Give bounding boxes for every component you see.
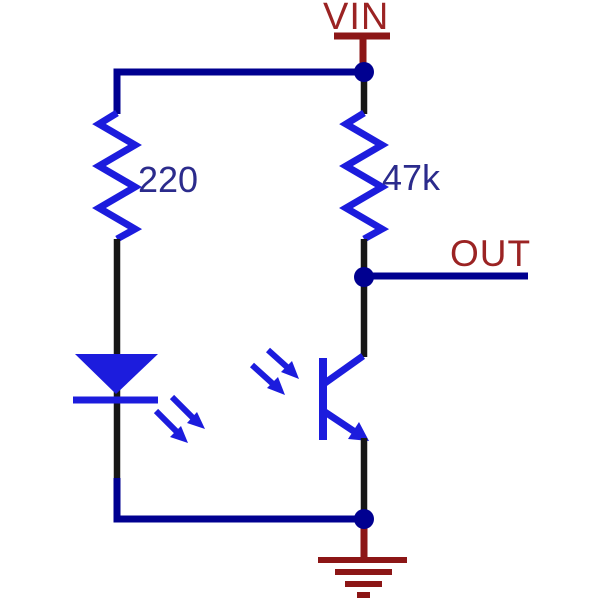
vin-net-label: VIN — [323, 0, 389, 38]
incident-light-arrow-shaft — [265, 347, 291, 371]
junction-dot-out — [354, 267, 374, 287]
incident-light-arrowhead — [281, 361, 299, 379]
phototransistor-emitter-line — [323, 409, 357, 435]
incident-light-arrow-shaft — [249, 362, 276, 387]
led-emission-arrowhead — [187, 412, 205, 429]
resistor-47k-value-label: 47k — [382, 157, 441, 198]
incident-light-arrow — [265, 347, 299, 379]
out-net: OUT — [364, 233, 531, 280]
bottom-wire — [113, 478, 364, 523]
resistor-47k-symbol — [339, 110, 390, 243]
phototransistor-collector-line — [322, 353, 366, 386]
phototransistor-emitter-arrowhead — [348, 422, 369, 441]
earth-ground-symbol — [318, 519, 407, 598]
led-emission-arrowhead — [170, 426, 188, 443]
out-net-label: OUT — [450, 233, 531, 274]
phototransistor-symbol — [249, 347, 369, 441]
led-emission-arrow-shaft — [169, 394, 196, 421]
led-emission-arrow-shaft — [153, 408, 180, 435]
resistor-220-value-label: 220 — [138, 159, 198, 200]
junction-dot-top — [354, 62, 374, 82]
incident-light-arrow — [249, 362, 285, 395]
led-symbol — [73, 354, 205, 443]
power-rail-symbol: VIN — [323, 0, 390, 70]
junction-dot-bottom — [354, 509, 374, 529]
incident-light-arrowhead — [267, 377, 285, 395]
resistor-220-symbol — [92, 110, 143, 243]
led-emission-arrow — [169, 394, 205, 429]
top-wire — [113, 68, 364, 114]
led-anode-triangle — [75, 354, 158, 394]
led-emission-arrow — [153, 408, 188, 443]
